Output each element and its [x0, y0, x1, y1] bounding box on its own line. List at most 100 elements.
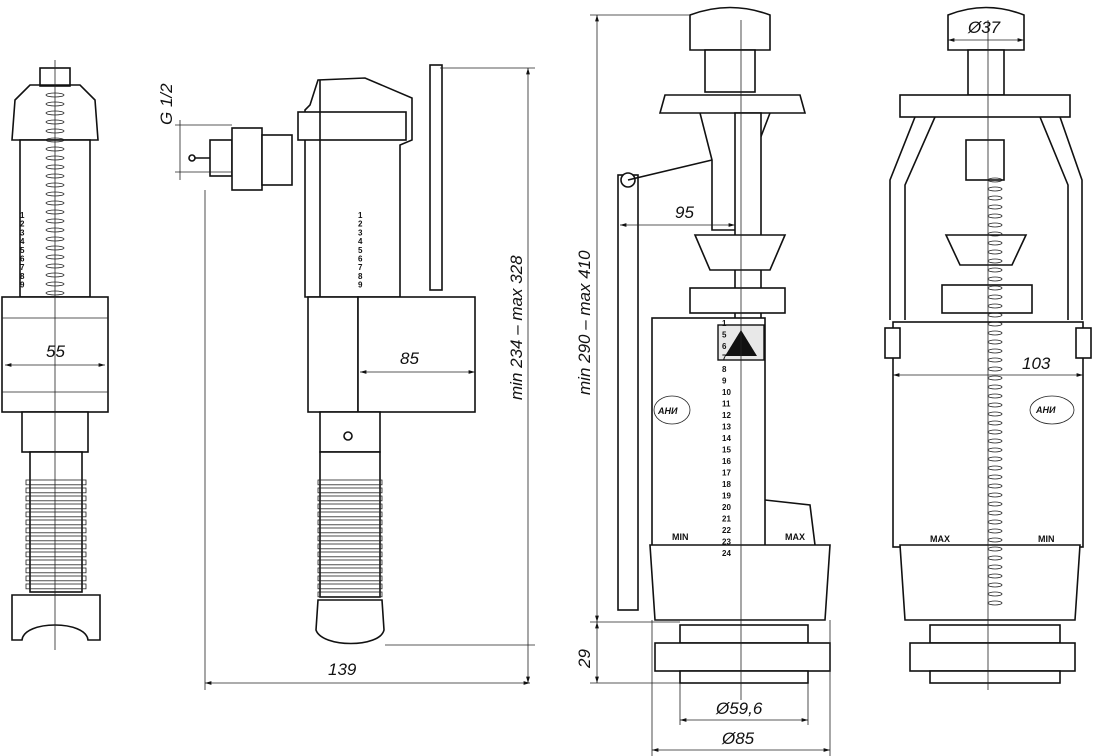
- scale-mark: 2: [358, 220, 363, 229]
- hose-rib: [317, 591, 383, 598]
- fill-valve-span-label: 139: [328, 660, 357, 679]
- hose-rib: [25, 495, 87, 502]
- spring-coil: [987, 267, 1003, 273]
- scale-mark: 8: [20, 272, 25, 281]
- thread-length-label: 29: [575, 649, 594, 669]
- hose-rib: [25, 543, 87, 550]
- scale-mark: 9: [722, 377, 727, 386]
- hose-rib: [317, 495, 383, 502]
- scale-mark: 7: [20, 263, 25, 272]
- scale-mark: 24: [722, 549, 731, 558]
- scale-mark: 7: [358, 263, 363, 272]
- hose-rib: [25, 527, 87, 534]
- scale-mark: 15: [722, 446, 731, 455]
- button-diameter-label: Ø37: [967, 18, 1001, 37]
- scale-mark: 8: [722, 365, 727, 374]
- scale-mark: 5: [358, 246, 363, 255]
- scale-mark: 9: [20, 281, 25, 290]
- front-min-label: MIN: [672, 532, 689, 542]
- scale-mark: 5: [722, 331, 727, 340]
- hose-rib: [317, 519, 383, 526]
- scale-mark: 4: [358, 237, 363, 246]
- hose-rib: [317, 527, 383, 534]
- spring-coil: [987, 204, 1003, 210]
- scale-mark: 17: [722, 469, 731, 478]
- hose-rib: [25, 535, 87, 542]
- scale-mark: 18: [722, 480, 731, 489]
- hose-rib: [317, 511, 383, 518]
- hose-rib: [317, 487, 383, 494]
- scale-mark: 8: [358, 272, 363, 281]
- hose-rib: [317, 567, 383, 574]
- hose-rib: [317, 503, 383, 510]
- hose-rib: [317, 479, 383, 486]
- brand-logo-side: АНИ: [1029, 395, 1075, 425]
- scale-mark: 20: [722, 503, 731, 512]
- fill-valve-width-label: 55: [46, 342, 65, 361]
- fill-valve-height-label: min 234 – max 328: [507, 255, 526, 400]
- hose-rib: [25, 479, 87, 486]
- base-diameter-label: Ø85: [721, 729, 755, 748]
- hose-rib: [25, 503, 87, 510]
- spring-coil: [987, 186, 1003, 192]
- spring-coil: [987, 213, 1003, 219]
- scale-mark: 3: [20, 228, 25, 237]
- spring-coil: [987, 276, 1003, 282]
- flush-valve-side-view: MAX MIN АНИ: [884, 6, 1092, 690]
- scale-mark: 22: [722, 526, 731, 535]
- scale-mark: 3: [358, 228, 363, 237]
- hose-rib: [317, 575, 383, 582]
- hose-rib: [317, 583, 383, 590]
- scale-mark: 23: [722, 538, 731, 547]
- spring-coil: [987, 195, 1003, 201]
- scale-mark: 12: [722, 411, 731, 420]
- scale-mark: 11: [722, 400, 731, 409]
- hose-rib: [317, 551, 383, 558]
- scale-mark: 10: [722, 388, 731, 397]
- hose-rib: [25, 583, 87, 590]
- scale-mark: 6: [722, 342, 727, 351]
- hose-rib: [25, 559, 87, 566]
- thread-diameter-label: Ø59,6: [715, 699, 763, 718]
- scale-mark: 21: [722, 515, 731, 524]
- hose-rib: [25, 575, 87, 582]
- flush-valve-front-view: MIN MAX АНИ 1567891011121314151617181920…: [617, 6, 831, 700]
- side-min-label: MIN: [1038, 534, 1055, 544]
- scale-mark: 14: [722, 434, 731, 443]
- hose-rib: [25, 519, 87, 526]
- flush-valve-height-label: min 290 – max 410: [575, 250, 594, 395]
- scale-mark: 19: [722, 492, 731, 501]
- cylinder-width-label: 103: [1022, 354, 1051, 373]
- scale-mark: 16: [722, 457, 731, 466]
- float-width-label: 85: [400, 349, 419, 368]
- brand-logo-front: АНИ: [653, 395, 691, 425]
- scale-mark: 1: [358, 211, 363, 220]
- side-max-label: MAX: [930, 534, 950, 544]
- scale-mark: 6: [20, 255, 25, 264]
- hose-rib: [25, 567, 87, 574]
- scale-mark: 13: [722, 423, 731, 432]
- inlet-thread-label: G 1/2: [157, 83, 176, 125]
- svg-text:АНИ: АНИ: [1035, 405, 1056, 415]
- scale-mark: 1: [20, 211, 25, 220]
- svg-text:АНИ: АНИ: [657, 406, 678, 416]
- scale-mark: 4: [20, 237, 25, 246]
- scale-mark: 5: [20, 246, 25, 255]
- hose-rib: [317, 535, 383, 542]
- spring-coil: [987, 222, 1003, 228]
- lever-reach-label: 95: [675, 203, 694, 222]
- hose-rib: [317, 559, 383, 566]
- hose-rib: [25, 511, 87, 518]
- scale-mark: 2: [20, 220, 25, 229]
- hose-rib: [25, 551, 87, 558]
- front-max-label: MAX: [785, 532, 805, 542]
- scale-mark: 9: [358, 281, 363, 290]
- scale-mark: 1: [722, 319, 727, 328]
- scale-mark: 7: [722, 354, 727, 363]
- hose-rib: [25, 487, 87, 494]
